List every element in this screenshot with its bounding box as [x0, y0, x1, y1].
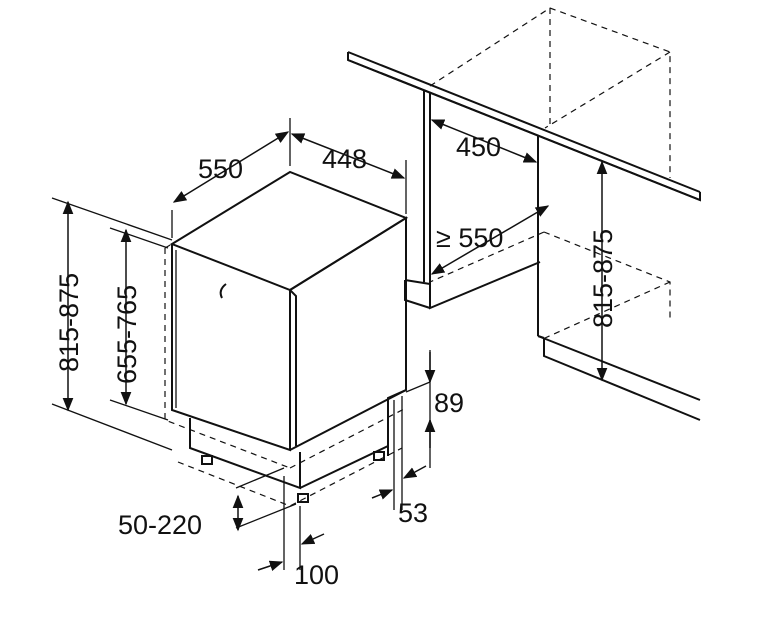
- dimension-niche-height-label: 815-875: [588, 229, 618, 328]
- dimension-total-height-label: 815-875: [54, 273, 84, 372]
- dishwasher-appliance: [164, 170, 409, 507]
- dimension-lines: [51, 118, 608, 571]
- foot-front-right: [297, 493, 309, 503]
- dimension-depth-label: 550: [198, 154, 243, 184]
- dimension-plinth-recess-label: 53: [398, 498, 428, 528]
- dimension-niche-width-label: 450: [456, 132, 501, 162]
- dimension-niche-depth-label: ≥ 550: [436, 223, 503, 253]
- dimension-width-label: 448: [322, 144, 367, 174]
- dimension-foot-adjust-label: 50-220: [118, 510, 202, 540]
- dimension-body-height-label: 655-765: [112, 285, 142, 384]
- foot-rear-right: [373, 451, 385, 461]
- dimension-plinth-height-label: 89: [434, 388, 464, 418]
- foot-front-left: [201, 455, 213, 465]
- door-handle-icon: [219, 283, 227, 299]
- kitchen-niche: [347, 7, 701, 421]
- dimension-foot-offset-label: 100: [294, 560, 339, 590]
